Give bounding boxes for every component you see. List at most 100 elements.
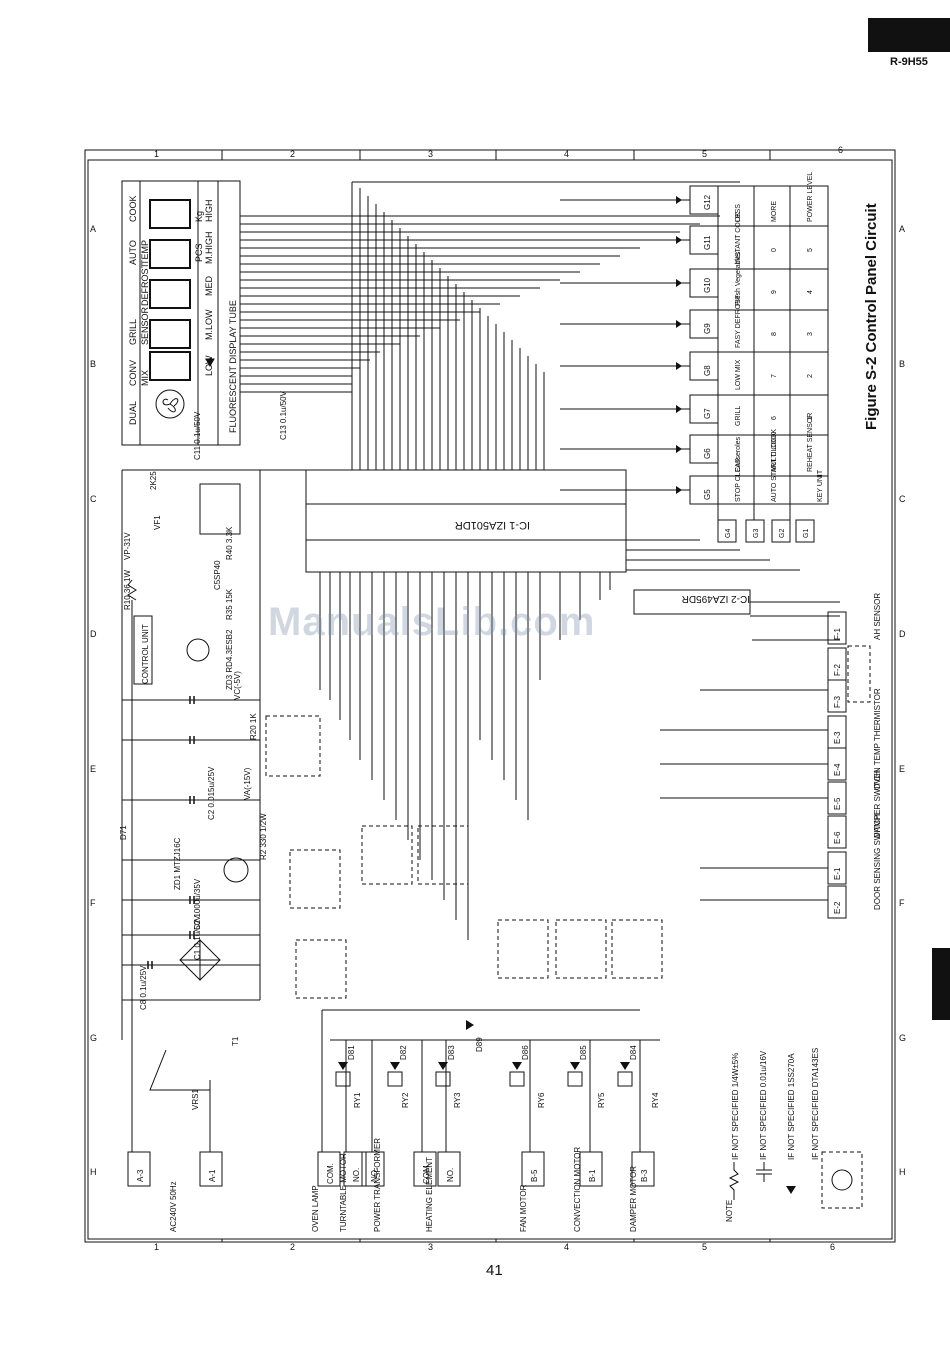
disp-grill: GRILL <box>128 319 138 345</box>
c8-label: C8 0.1u/25V <box>139 965 148 1010</box>
terminal-b1: B-1 <box>588 1169 597 1182</box>
grid-row-d: D <box>90 629 97 639</box>
grid-labels: 1 2 3 4 5 6 1 2 3 4 5 6 A B C D E F G H … <box>90 145 906 1252</box>
g8-label: G8 <box>703 365 712 376</box>
terminal-no3: NO. <box>446 1168 455 1182</box>
disp-med: MED <box>204 276 214 297</box>
note-2: IF NOT SPECIFIED 0.01u/16V <box>759 1050 768 1160</box>
load-convection: CONVECTION MOTOR <box>573 1147 582 1232</box>
key-matrix <box>717 185 829 543</box>
load-heating: HEATING ELEMENT <box>425 1157 434 1232</box>
grid-row-f: F <box>90 898 96 908</box>
notes-symbols <box>728 1151 863 1209</box>
key-0-0: LESS <box>735 204 742 222</box>
vc-label: VC(-5V) <box>233 671 242 700</box>
diode-d84: D84 <box>629 1045 638 1060</box>
grid-row-e-r: E <box>899 764 905 774</box>
key-2-2: 4 <box>807 290 814 294</box>
r10-label: R10 36 1W <box>123 570 132 610</box>
ac-source-label: AC240V 50Hz <box>169 1181 178 1232</box>
c2a-label: C2 0.015u/25V <box>207 766 216 820</box>
terminal-a1: A-1 <box>208 1169 217 1182</box>
g2-label: G2 <box>779 529 786 538</box>
grid-row-g-r: G <box>899 1033 906 1043</box>
sp40-label: SP40 <box>213 560 222 580</box>
load-turntable: TURNTABLE MOTOR <box>339 1153 348 1232</box>
damper-switch-label: DAMPER SWITCH <box>873 770 882 838</box>
corner-tab <box>868 18 950 52</box>
relay-ry6: RY6 <box>537 1092 546 1108</box>
terminal-a3: A-3 <box>136 1169 145 1182</box>
c1-label: C1 0.1u/50V <box>193 915 202 960</box>
power-supply <box>121 469 306 1152</box>
grid-col-5-b: 5 <box>702 1242 707 1252</box>
disp-mhigh: M.HIGH <box>204 232 214 265</box>
grid-col-1-b: 1 <box>154 1242 159 1252</box>
key-3-0: FASY DEFROST <box>735 294 742 348</box>
terminal-b3: B-3 <box>640 1169 649 1182</box>
g10-label: G10 <box>703 277 712 293</box>
door-switch-label: DOOR SENSING SWITCH <box>873 814 882 910</box>
side-tab <box>932 948 950 1020</box>
disp-kg: Kg <box>194 211 204 222</box>
key-7-2: KEY UNIT <box>817 469 824 502</box>
relay-ry3: RY3 <box>453 1092 462 1108</box>
load-transformer: POWER TRANSFORMER <box>373 1138 382 1232</box>
terminal-b5: B-5 <box>530 1169 539 1182</box>
t1-label: T1 <box>231 1036 240 1046</box>
note-4: IF NOT SPECIFIED DTA143ES <box>811 1048 820 1160</box>
diode-d86: D86 <box>521 1045 530 1060</box>
load-damper: DAMPER MOTOR <box>629 1166 638 1232</box>
c13-label: C13 0.1u/50V <box>279 390 288 440</box>
c2b-label: C2 1000u/35V <box>193 878 202 930</box>
relay-ry1: RY1 <box>353 1092 362 1108</box>
grid-col-3-b: 3 <box>428 1242 433 1252</box>
disp-cook: COOK <box>128 195 138 222</box>
key-2-0: Fresh Vegetables <box>735 251 742 306</box>
grid-col-3: 3 <box>428 149 433 159</box>
page-number: 41 <box>486 1262 503 1279</box>
relay-section <box>265 715 663 1152</box>
grid-row-d-r: D <box>899 629 906 639</box>
key-5-0: GRILL <box>735 406 742 426</box>
terminal-boxes <box>127 1151 655 1187</box>
relay-ry2: RY2 <box>401 1092 410 1108</box>
power-labels: CONTROL UNIT VP-31V R10 36 1W VF1 2K25 C… <box>119 390 288 1110</box>
diode-d85: D85 <box>579 1045 588 1060</box>
g5-label: G5 <box>703 489 712 500</box>
key-7-0: STOP CLEAR <box>735 458 742 502</box>
diode-d83: D83 <box>447 1045 456 1060</box>
key-6-1: MULTI COOK <box>771 429 778 472</box>
vp-label: VP-31V <box>123 532 132 560</box>
g1-label: G1 <box>803 529 810 538</box>
display-tube <box>121 180 241 446</box>
figure-title: Figure S-2 Control Panel Circuit <box>863 203 880 430</box>
relay-diodes <box>338 1020 630 1070</box>
relay-labels: RY1 RY2 RY3 RY6 RY5 RY4 D81 D82 D83 D89 … <box>347 1037 660 1108</box>
term-e2: E-2 <box>833 901 842 914</box>
ic2-label: IC-2 IZA495DR <box>682 593 750 604</box>
grid-col-2-b: 2 <box>290 1242 295 1252</box>
grid-row-f-r: F <box>899 898 905 908</box>
terminal-no1: NO. <box>352 1168 361 1182</box>
g9-label: G9 <box>703 323 712 334</box>
r35-label: R35 15K <box>225 588 234 620</box>
terminal-com1: COM. <box>326 1163 335 1184</box>
c11-label: C11 0.1u/50V <box>193 411 202 460</box>
grid-row-a: A <box>90 224 96 234</box>
va-label: VA(-15V) <box>243 767 252 800</box>
disp-dual: DUAL <box>128 401 138 425</box>
grid-row-b: B <box>90 359 96 369</box>
g-diodes <box>676 196 682 494</box>
grid-row-a-r: A <box>899 224 905 234</box>
notes-section: NOTE IF NOT SPECIFIED 1/4W±5% IF NOT SPE… <box>725 1048 820 1222</box>
g11-label: G11 <box>703 235 712 250</box>
2k25-label: 2K25 <box>149 471 158 490</box>
disp-mlow: M.LOW <box>204 309 214 340</box>
relay-ry4: RY4 <box>651 1092 660 1108</box>
term-f3: F-3 <box>833 695 842 708</box>
terminal-no2: NO. <box>370 1168 379 1182</box>
vrs1-label: VRS1 <box>191 1089 200 1110</box>
term-f1: F-1 <box>833 627 842 640</box>
zd3-label: ZD3 RD4.3ESB2 <box>225 629 234 690</box>
